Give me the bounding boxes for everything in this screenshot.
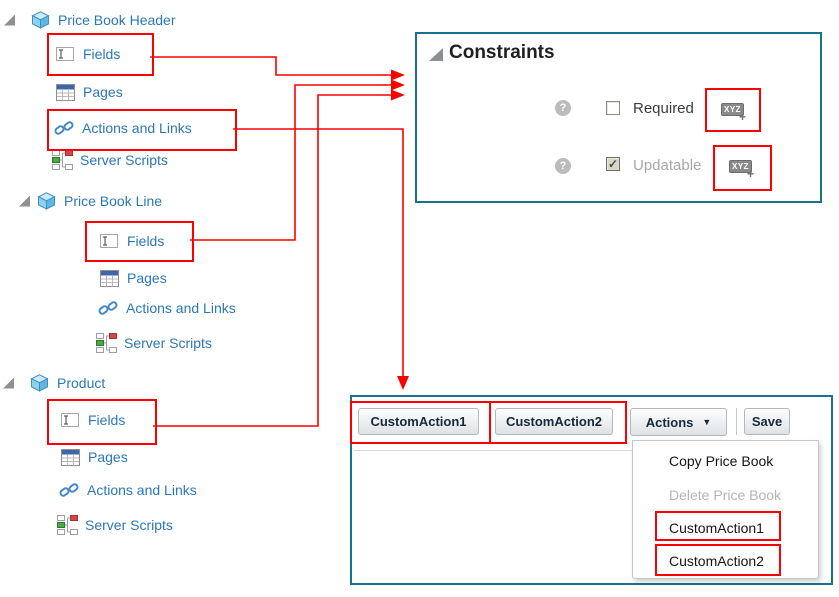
tree-node-label: Pages [88, 449, 128, 465]
fields-icon [59, 412, 81, 428]
actions-menu-button[interactable]: Actions ▼ [630, 408, 727, 436]
tree-node-label: Server Scripts [124, 335, 212, 351]
arrow-line-fields-pbh-to-constraints [150, 56, 391, 76]
pages-icon [98, 269, 120, 287]
required-checkbox[interactable] [606, 101, 620, 115]
constraints-panel: Constraints ? Required XYZ + ? ✓ Updatab… [415, 32, 822, 203]
tree-node-label: Fields [83, 46, 121, 62]
required-label: Required [633, 100, 694, 117]
tree-node-label: Fields [127, 233, 165, 249]
constraints-panel-title: Constraints [449, 42, 555, 63]
help-icon[interactable]: ? [555, 100, 571, 116]
tree-node-server-scripts-pbl[interactable]: Server Scripts [95, 333, 212, 353]
expand-triangle-icon[interactable] [4, 14, 15, 26]
object-cube-icon [28, 374, 50, 392]
tree-node-fields-product[interactable]: Fields [59, 410, 125, 430]
menu-item-copy-price-book[interactable]: Copy Price Book [669, 453, 774, 469]
chain-link-icon [58, 481, 80, 499]
tree-node-label: Server Scripts [85, 517, 173, 533]
dropdown-caret-icon: ▼ [702, 417, 712, 427]
xyz-badge: XYZ [721, 103, 745, 116]
menu-item-custom-action2[interactable]: CustomAction2 [669, 553, 764, 569]
tree-node-label: Pages [127, 270, 167, 286]
arrowhead-icon [391, 69, 405, 81]
tree-node-actions-links-product[interactable]: Actions and Links [58, 480, 197, 500]
arrowhead-icon [391, 79, 405, 91]
expand-triangle-icon[interactable] [19, 195, 30, 207]
tree-node-pages-product[interactable]: Pages [59, 447, 128, 467]
tree-node-label: Price Book Line [64, 193, 163, 209]
menu-item-delete-price-book[interactable]: Delete Price Book [669, 487, 782, 503]
arrow-line-actions-links-to-detail-panel [233, 128, 404, 377]
tree-node-pages-pbl[interactable]: Pages [98, 268, 167, 288]
tree-node-price-book-line[interactable]: Price Book Line [19, 191, 162, 211]
fields-icon [54, 46, 76, 62]
tree-node-label: Price Book Header [58, 12, 176, 28]
arrow-line-fields-product-to-constraints [153, 94, 391, 427]
detail-panel: CustomAction1 CustomAction2 Actions ▼ Sa… [350, 395, 833, 585]
actions-button-label: Actions [645, 414, 694, 430]
pages-icon [59, 448, 81, 466]
custom-action1-button[interactable]: CustomAction1 [358, 408, 479, 435]
tree-node-price-book-header[interactable]: Price Book Header [4, 10, 176, 30]
custom-action2-button[interactable]: CustomAction2 [495, 408, 613, 435]
pages-icon [54, 83, 76, 101]
server-scripts-icon [51, 150, 73, 170]
tree-node-server-scripts-pbh[interactable]: Server Scripts [51, 150, 168, 170]
xyz-badge: XYZ [729, 160, 753, 173]
tree-node-fields-pbl[interactable]: Fields [98, 231, 164, 251]
object-cube-icon [35, 192, 57, 210]
toolbar-separator [736, 408, 737, 435]
tree-node-server-scripts-product[interactable]: Server Scripts [56, 515, 173, 535]
server-scripts-icon [56, 515, 78, 535]
tree-node-product[interactable]: Product [3, 373, 105, 393]
menu-item-custom-action1[interactable]: CustomAction1 [669, 520, 764, 536]
tree-node-fields-pbh[interactable]: Fields [54, 44, 120, 64]
plus-glyph: + [746, 167, 754, 181]
server-scripts-icon [95, 333, 117, 353]
plus-glyph: + [738, 110, 746, 124]
object-cube-icon [29, 11, 51, 29]
collapse-triangle-icon[interactable] [429, 48, 443, 61]
toolbar-divider [354, 450, 633, 451]
tree-node-pages-pbh[interactable]: Pages [54, 82, 123, 102]
tree-node-label: Product [57, 375, 106, 391]
tree-node-label: Pages [83, 84, 123, 100]
updatable-label: Updatable [633, 157, 702, 174]
save-button[interactable]: Save [744, 408, 790, 435]
tree-node-label: Fields [88, 412, 126, 428]
tree-node-actions-links-pbl[interactable]: Actions and Links [97, 298, 236, 318]
updatable-checkbox[interactable]: ✓ [606, 157, 620, 171]
tree-node-label: Server Scripts [80, 152, 168, 168]
arrowhead-icon [391, 89, 405, 101]
chain-link-icon [97, 299, 119, 317]
arrowhead-icon [397, 376, 409, 390]
tree-node-label: Actions and Links [87, 482, 197, 498]
help-icon[interactable]: ? [555, 158, 571, 174]
fields-icon [98, 233, 120, 249]
expand-triangle-icon[interactable] [3, 377, 14, 389]
tree-node-label: Actions and Links [82, 120, 192, 136]
arrow-line-fields-pbl-to-constraints [190, 84, 391, 241]
expression-builder-icon[interactable]: XYZ + [729, 160, 755, 180]
chain-link-icon [53, 119, 75, 137]
expression-builder-icon[interactable]: XYZ + [721, 103, 747, 123]
actions-dropdown-menu: Copy Price Book Delete Price Book Custom… [632, 440, 819, 579]
tree-node-actions-links-pbh[interactable]: Actions and Links [53, 118, 192, 138]
tree-node-label: Actions and Links [126, 300, 236, 316]
